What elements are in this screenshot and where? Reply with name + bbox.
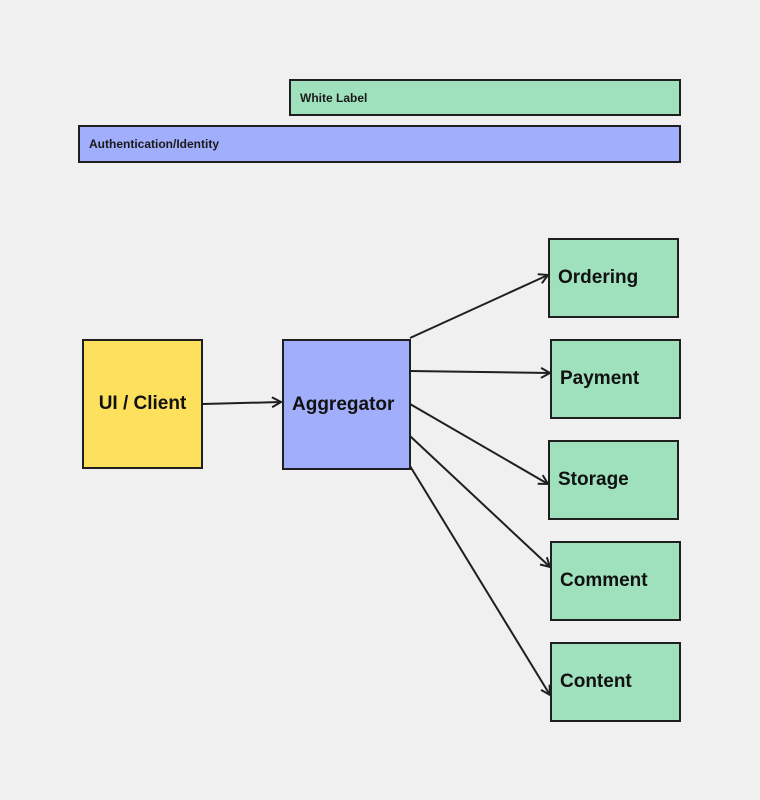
white-label-band: White Label — [289, 79, 681, 116]
service-comment: Comment — [550, 541, 681, 621]
aggregator-box: Aggregator — [282, 339, 411, 470]
arrow-client-aggregator — [202, 402, 281, 404]
service-ordering-label: Ordering — [558, 267, 639, 288]
arrow-aggregator-storage — [409, 403, 548, 484]
service-storage-label: Storage — [558, 469, 629, 490]
arrow-aggregator-ordering — [409, 275, 548, 339]
arrow-aggregator-comment — [409, 435, 550, 567]
service-content-label: Content — [560, 671, 632, 692]
white-label-text: White Label — [300, 90, 368, 105]
service-payment: Payment — [550, 339, 681, 419]
service-storage: Storage — [548, 440, 679, 520]
arrow-aggregator-payment — [409, 371, 550, 373]
aggregator-label: Aggregator — [292, 393, 395, 415]
arrow-aggregator-content — [409, 465, 550, 695]
service-content: Content — [550, 642, 681, 722]
authentication-band: Authentication/Identity — [78, 125, 681, 163]
authentication-text: Authentication/Identity — [89, 137, 219, 151]
client-label: UI / Client — [98, 393, 187, 414]
client-box: UI / Client — [82, 339, 203, 469]
service-ordering: Ordering — [548, 238, 679, 318]
service-payment-label: Payment — [560, 368, 640, 389]
service-comment-label: Comment — [560, 570, 648, 591]
